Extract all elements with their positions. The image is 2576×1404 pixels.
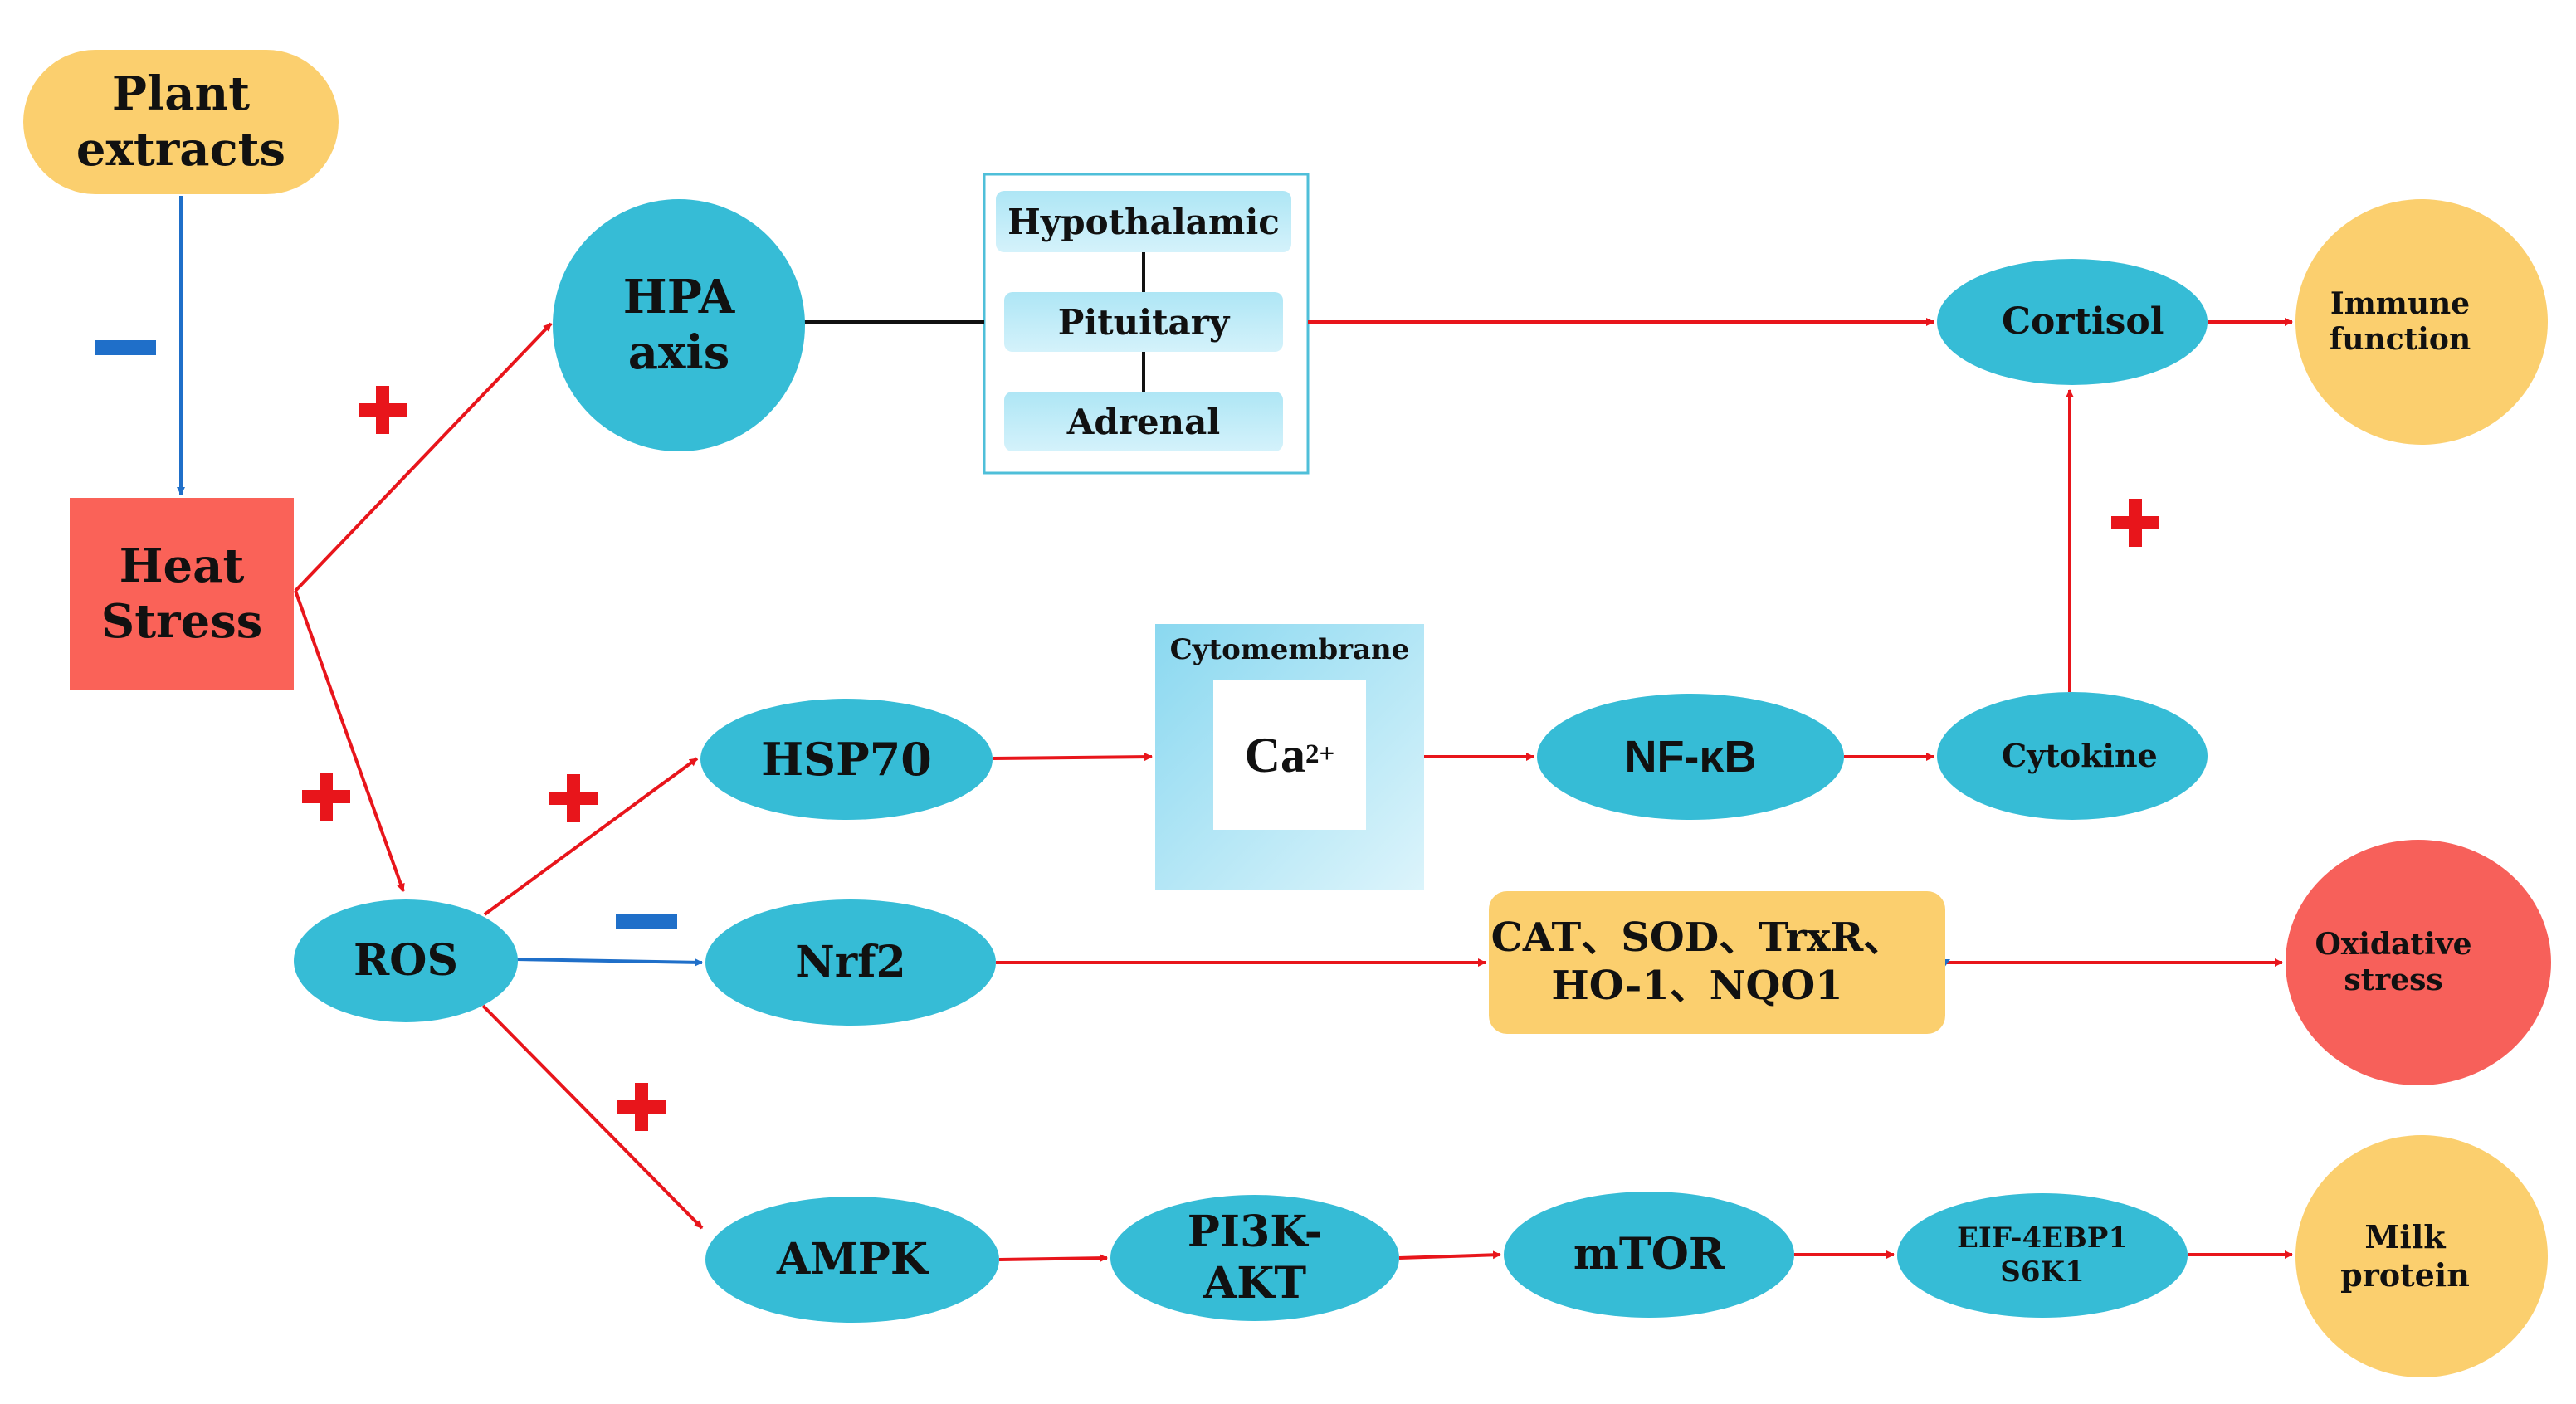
- plant-extracts-node: Plant extracts: [23, 50, 339, 194]
- ros-label: ROS: [353, 934, 459, 986]
- ros-node: ROS: [294, 899, 518, 1022]
- minus-sign-plant: [95, 340, 156, 355]
- minus-sign-ros-nrf2: [616, 914, 677, 929]
- plus-sign-ampk: [617, 1083, 666, 1131]
- calcium-charge: 2+: [1305, 739, 1335, 770]
- hpa-axis-node: HPA axis: [553, 199, 805, 451]
- cytomembrane-label: Cytomembrane: [1155, 627, 1424, 672]
- ros-to-ampk-arrow: [481, 1004, 704, 1230]
- oxidative-stress-line1: Oxidative: [2315, 926, 2472, 962]
- hypothalamic-label: Hypothalamic: [996, 191, 1291, 252]
- cytomembrane-inner: [1213, 680, 1366, 830]
- ampk-label: AMPK: [776, 1233, 929, 1285]
- pi3k-to-mtor-arrow: [1398, 1250, 1501, 1260]
- heat-to-hpa-arrow: [294, 322, 553, 592]
- mtor-label: mTOR: [1573, 1228, 1725, 1280]
- hsp70-node: HSP70: [700, 699, 993, 820]
- milk-protein-line1: Milk: [2364, 1218, 2446, 1256]
- hsp70-to-cyto-arrow: [992, 753, 1153, 762]
- heat-stress-node: Heat Stress: [70, 498, 294, 690]
- milk-protein-node: Milk protein: [2295, 1135, 2548, 1377]
- nfkb-node: NF-κB: [1537, 694, 1844, 820]
- pi3k-akt-line1: PI3K-: [1187, 1206, 1323, 1257]
- eif-line2: S6K1: [2000, 1255, 2085, 1289]
- heat-stress-line1: Heat: [119, 538, 245, 593]
- eif-line1: EIF-4EBP1: [1956, 1221, 2129, 1255]
- ros-to-nrf2-arrow: [515, 958, 703, 967]
- eif-s6k1-node: EIF-4EBP1 S6K1: [1897, 1193, 2188, 1318]
- plus-sign-ros: [302, 773, 350, 821]
- cortisol-node: Cortisol: [1937, 259, 2208, 385]
- plant-extracts-line1: Plant: [111, 66, 251, 121]
- oxidative-stress-node: Oxidative stress: [2286, 840, 2551, 1085]
- cytokine-label: Cytokine: [2002, 737, 2158, 775]
- immune-function-line2: function: [2329, 322, 2471, 357]
- cortisol-label: Cortisol: [2002, 300, 2164, 343]
- ampk-node: AMPK: [705, 1197, 999, 1323]
- hpa-axis-line2: axis: [627, 325, 730, 380]
- antioxidant-enzymes-node: CAT、SOD、TrxR、 HO-1、NQO1: [1489, 891, 1945, 1034]
- pituitary-label: Pituitary: [1004, 292, 1283, 352]
- nrf2-label: Nrf2: [795, 936, 906, 987]
- calcium-symbol: Ca: [1244, 728, 1306, 782]
- nrf2-node: Nrf2: [705, 899, 996, 1026]
- pi3k-akt-node: PI3K- AKT: [1110, 1195, 1399, 1321]
- ros-to-hsp70-arrow: [483, 757, 699, 916]
- immune-function-node: Immune function: [2295, 199, 2548, 445]
- oxidative-stress-line2: stress: [2344, 963, 2443, 997]
- cytomembrane-text: Cytomembrane: [1169, 632, 1410, 666]
- heat-to-ros-arrow: [294, 590, 405, 892]
- pi3k-akt-line2: AKT: [1203, 1258, 1307, 1309]
- ampk-to-pi3k-arrow: [998, 1254, 1108, 1263]
- plus-sign-hpa: [359, 386, 407, 434]
- plant-extracts-line2: extracts: [76, 122, 286, 177]
- heat-stress-line2: Stress: [100, 594, 263, 649]
- adrenal-label: Adrenal: [1004, 392, 1283, 451]
- milk-protein-line2: protein: [2340, 1256, 2470, 1294]
- nfkb-label: NF-κB: [1624, 731, 1757, 782]
- plus-sign-hsp70: [549, 774, 598, 822]
- plus-sign-cytokine-cortisol: [2111, 499, 2159, 547]
- mtor-node: mTOR: [1504, 1192, 1794, 1318]
- enzymes-line1: CAT、SOD、TrxR、: [1490, 914, 1904, 962]
- hpa-axis-line1: HPA: [622, 269, 735, 324]
- heat-stress-box: [70, 498, 294, 690]
- cytokine-node: Cytokine: [1937, 692, 2208, 820]
- immune-function-line1: Immune: [2330, 285, 2471, 321]
- enzymes-line2: HO-1、NQO1: [1551, 963, 1843, 1009]
- hsp70-label: HSP70: [761, 732, 932, 786]
